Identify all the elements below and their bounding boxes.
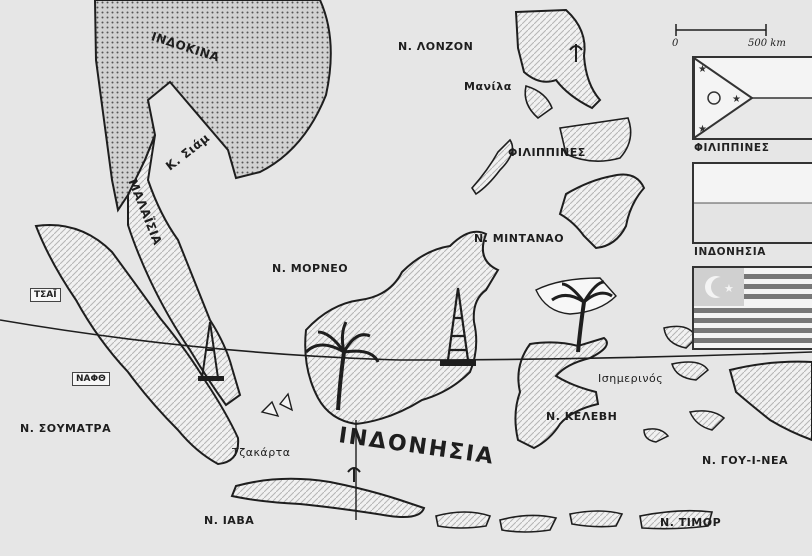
palm-tree-icon [535, 277, 617, 353]
crop-symbol-icon [347, 467, 361, 482]
label-java: Ν. ΙΑΒΑ [204, 514, 255, 527]
indochina-mainland [93, 0, 332, 213]
label-timor: Ν. ΤΙΜΟΡ [660, 516, 722, 529]
scale-bar [675, 24, 767, 36]
molucca-island-1 [663, 325, 697, 349]
oil-derrick-icon [440, 287, 476, 366]
sign-oil: ΝΑΦΘ [72, 372, 110, 386]
caption-indonesia-flag: ΙΝΔΟΝΗΣΙΑ [694, 246, 766, 258]
molucca-island-3 [688, 410, 726, 431]
svg-text:★: ★ [698, 124, 707, 135]
scale-zero: 0 [672, 38, 679, 49]
borneo-island [304, 230, 500, 426]
svg-text:★: ★ [724, 282, 734, 295]
sunda-island-3 [569, 510, 624, 528]
scale-max: 500 km [748, 38, 786, 49]
luzon-island [514, 8, 602, 110]
label-mindanao: Ν. ΜΙΝΤΑΝΑΟ [474, 232, 565, 245]
new-guinea-island [728, 360, 812, 442]
palawan-island [470, 138, 514, 196]
equator-line [0, 319, 812, 361]
celebes-island [514, 336, 608, 450]
palm-tree-icon [304, 321, 380, 411]
label-celebes: Ν. ΚΕΛΕΒΗ [546, 410, 618, 423]
label-jakarta: Τζακάρτα [232, 446, 291, 459]
label-new-guinea: Ν. ΓΟΥ-Ι-ΝΕΑ [702, 454, 788, 467]
label-equator: Ισημερινός [598, 372, 664, 385]
mindanao-island [558, 173, 646, 250]
islet-1 [260, 400, 280, 418]
caption-philippines-flag: ΦΙΛΙΠΠΙΝΕΣ [694, 142, 770, 154]
molucca-island-4 [643, 428, 670, 443]
philippine-island-2 [559, 117, 632, 162]
islet-2 [278, 392, 294, 412]
oil-derrick-icon [198, 321, 224, 381]
svg-text:★: ★ [732, 94, 741, 105]
label-sumatra: Ν. ΣΟΥΜΑΤΡΑ [20, 422, 112, 435]
philippines-flag: ★ ★ ★ [692, 56, 812, 140]
label-luzon: Ν. ΛΟΝΖΟΝ [398, 40, 474, 53]
label-philippines: ΦΙΛΙΠΠΙΝΕΣ [508, 146, 586, 159]
indonesia-flag [692, 162, 812, 244]
java-island [230, 477, 426, 518]
sumatra-island [34, 224, 240, 466]
timor-island [639, 509, 714, 530]
molucca-island-2 [671, 361, 709, 381]
label-manila: Μανίλα [464, 80, 512, 93]
philippine-island-1 [524, 84, 553, 120]
sunda-island-2 [499, 514, 558, 533]
label-borneo: Ν. ΜΟΡΝΕΟ [272, 262, 349, 275]
malaysia-flag: ★ [692, 266, 812, 350]
crop-symbol-icon [569, 44, 583, 62]
sunda-island-1 [435, 511, 492, 529]
sign-tea: ΤΣΑΪ [30, 288, 61, 302]
svg-text:★: ★ [698, 64, 707, 75]
